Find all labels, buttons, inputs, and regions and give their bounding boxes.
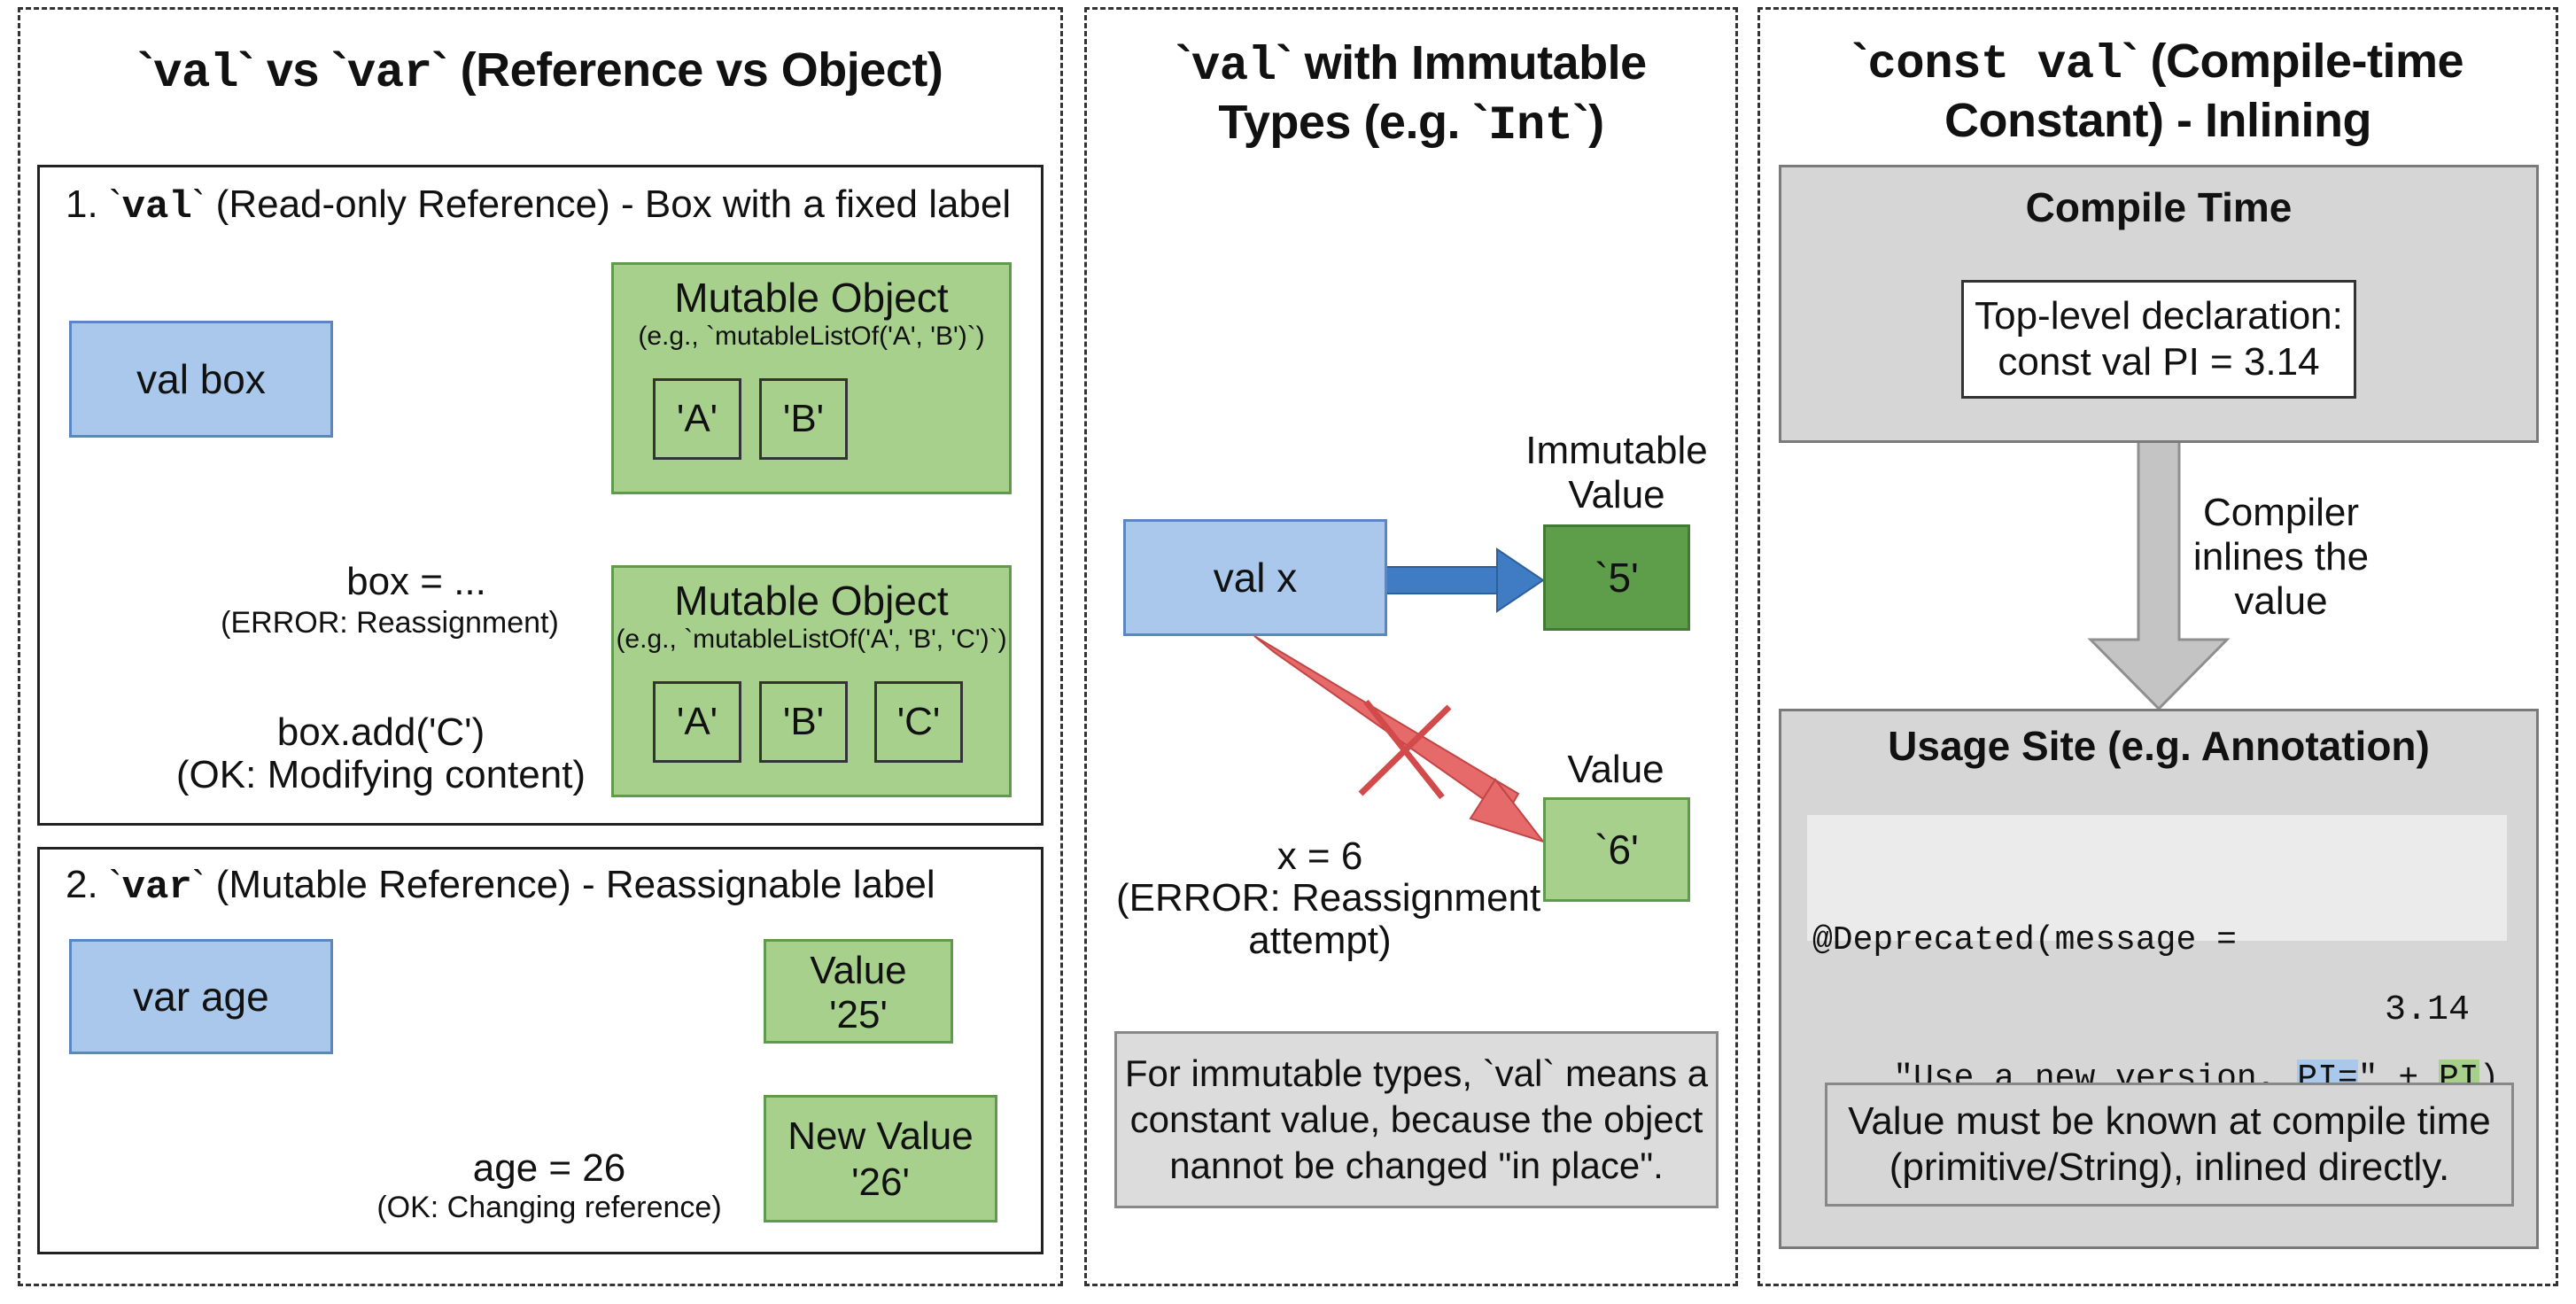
mutable-object-1-subtitle: (e.g., `mutableListOf('A', 'B')`) (638, 322, 985, 351)
value-6: `6' (1543, 797, 1690, 902)
code-snippet: @Deprecated(message = "Use a new version… (1807, 815, 2507, 1098)
ok-code-box-add: box.add('C') (276, 710, 485, 754)
list-item: 'B' (759, 378, 848, 460)
value-25-value: '25' (829, 993, 888, 1036)
code-line-1: @Deprecated(message = (1812, 921, 2237, 959)
value-label: Value (1567, 748, 1664, 791)
usage-site-title: Usage Site (e.g. Annotation) (1888, 723, 2430, 769)
ok-note-modifying: (OK: Modifying content) (175, 753, 586, 796)
inlined-value: 3.14 (2384, 990, 2470, 1030)
compile-time-note: Value must be known at compile time (pri… (1825, 1083, 2514, 1207)
mutable-object-2-subtitle: (e.g., `mutableListOf('A', 'B', 'C')`) (616, 625, 1007, 654)
panel-title-val-immutable: `val` with Immutable Types (e.g. `Int`) (1175, 36, 1647, 153)
compiler-inlines-label: Compiler inlines the value (2192, 491, 2370, 623)
panel-val-vs-var (18, 7, 1063, 1286)
panel-title-val-vs-var: `val` vs `var` (Reference vs Object) (137, 43, 943, 101)
immutable-value-label: Immutable Value (1525, 429, 1708, 516)
section-title-var: 2. `var` (Mutable Reference) - Reassigna… (66, 863, 935, 910)
reference-val-x: val x (1123, 519, 1387, 636)
panel-title-const-val: `const val` (Compile-time Constant) - In… (1851, 35, 2464, 147)
ok-code-age-26: age = 26 (472, 1146, 626, 1190)
error-code-box-reassign: box = ... (346, 560, 486, 603)
list-item: 'A' (653, 681, 741, 763)
reference-var-age: var age (69, 939, 333, 1054)
error-code-x-6: x = 6 (1276, 834, 1363, 878)
value-26-label: New Value (788, 1114, 974, 1158)
mutable-object-1: Mutable Object (e.g., `mutableListOf('A'… (611, 262, 1012, 494)
immutable-note: For immutable types, `val` means a const… (1114, 1031, 1719, 1208)
error-note-reassignment: (ERROR: Reassignment) (221, 606, 559, 640)
mutable-object-2: Mutable Object (e.g., `mutableListOf('A'… (611, 565, 1012, 797)
arrow-valx-to-5 (1385, 547, 1545, 613)
top-level-declaration: Top-level declaration: const val PI = 3.… (1961, 280, 2356, 399)
arrow-error-reassign-x (1253, 635, 1546, 843)
mutable-object-1-title: Mutable Object (674, 275, 949, 321)
reference-val-box: val box (69, 321, 333, 438)
section-title-val: 1. `val` (Read-only Reference) - Box wit… (66, 182, 1012, 229)
list-item: 'C' (874, 681, 963, 763)
value-25-label: Value (810, 949, 907, 992)
list-item: 'B' (759, 681, 848, 763)
value-25: Value '25' (764, 939, 953, 1044)
value-26-value: '26' (851, 1160, 910, 1204)
panel-const-val (1757, 7, 2558, 1286)
ok-note-changing-ref: (OK: Changing reference) (376, 1191, 722, 1224)
error-note-reassign-attempt: (ERROR: Reassignment attempt) (1116, 876, 1541, 962)
mutable-object-2-title: Mutable Object (674, 578, 949, 624)
list-item: 'A' (653, 378, 741, 460)
panel-val-immutable (1084, 7, 1738, 1286)
compile-time-title: Compile Time (2025, 184, 2293, 230)
value-5: `5' (1543, 524, 1690, 631)
value-26: New Value '26' (764, 1095, 997, 1222)
